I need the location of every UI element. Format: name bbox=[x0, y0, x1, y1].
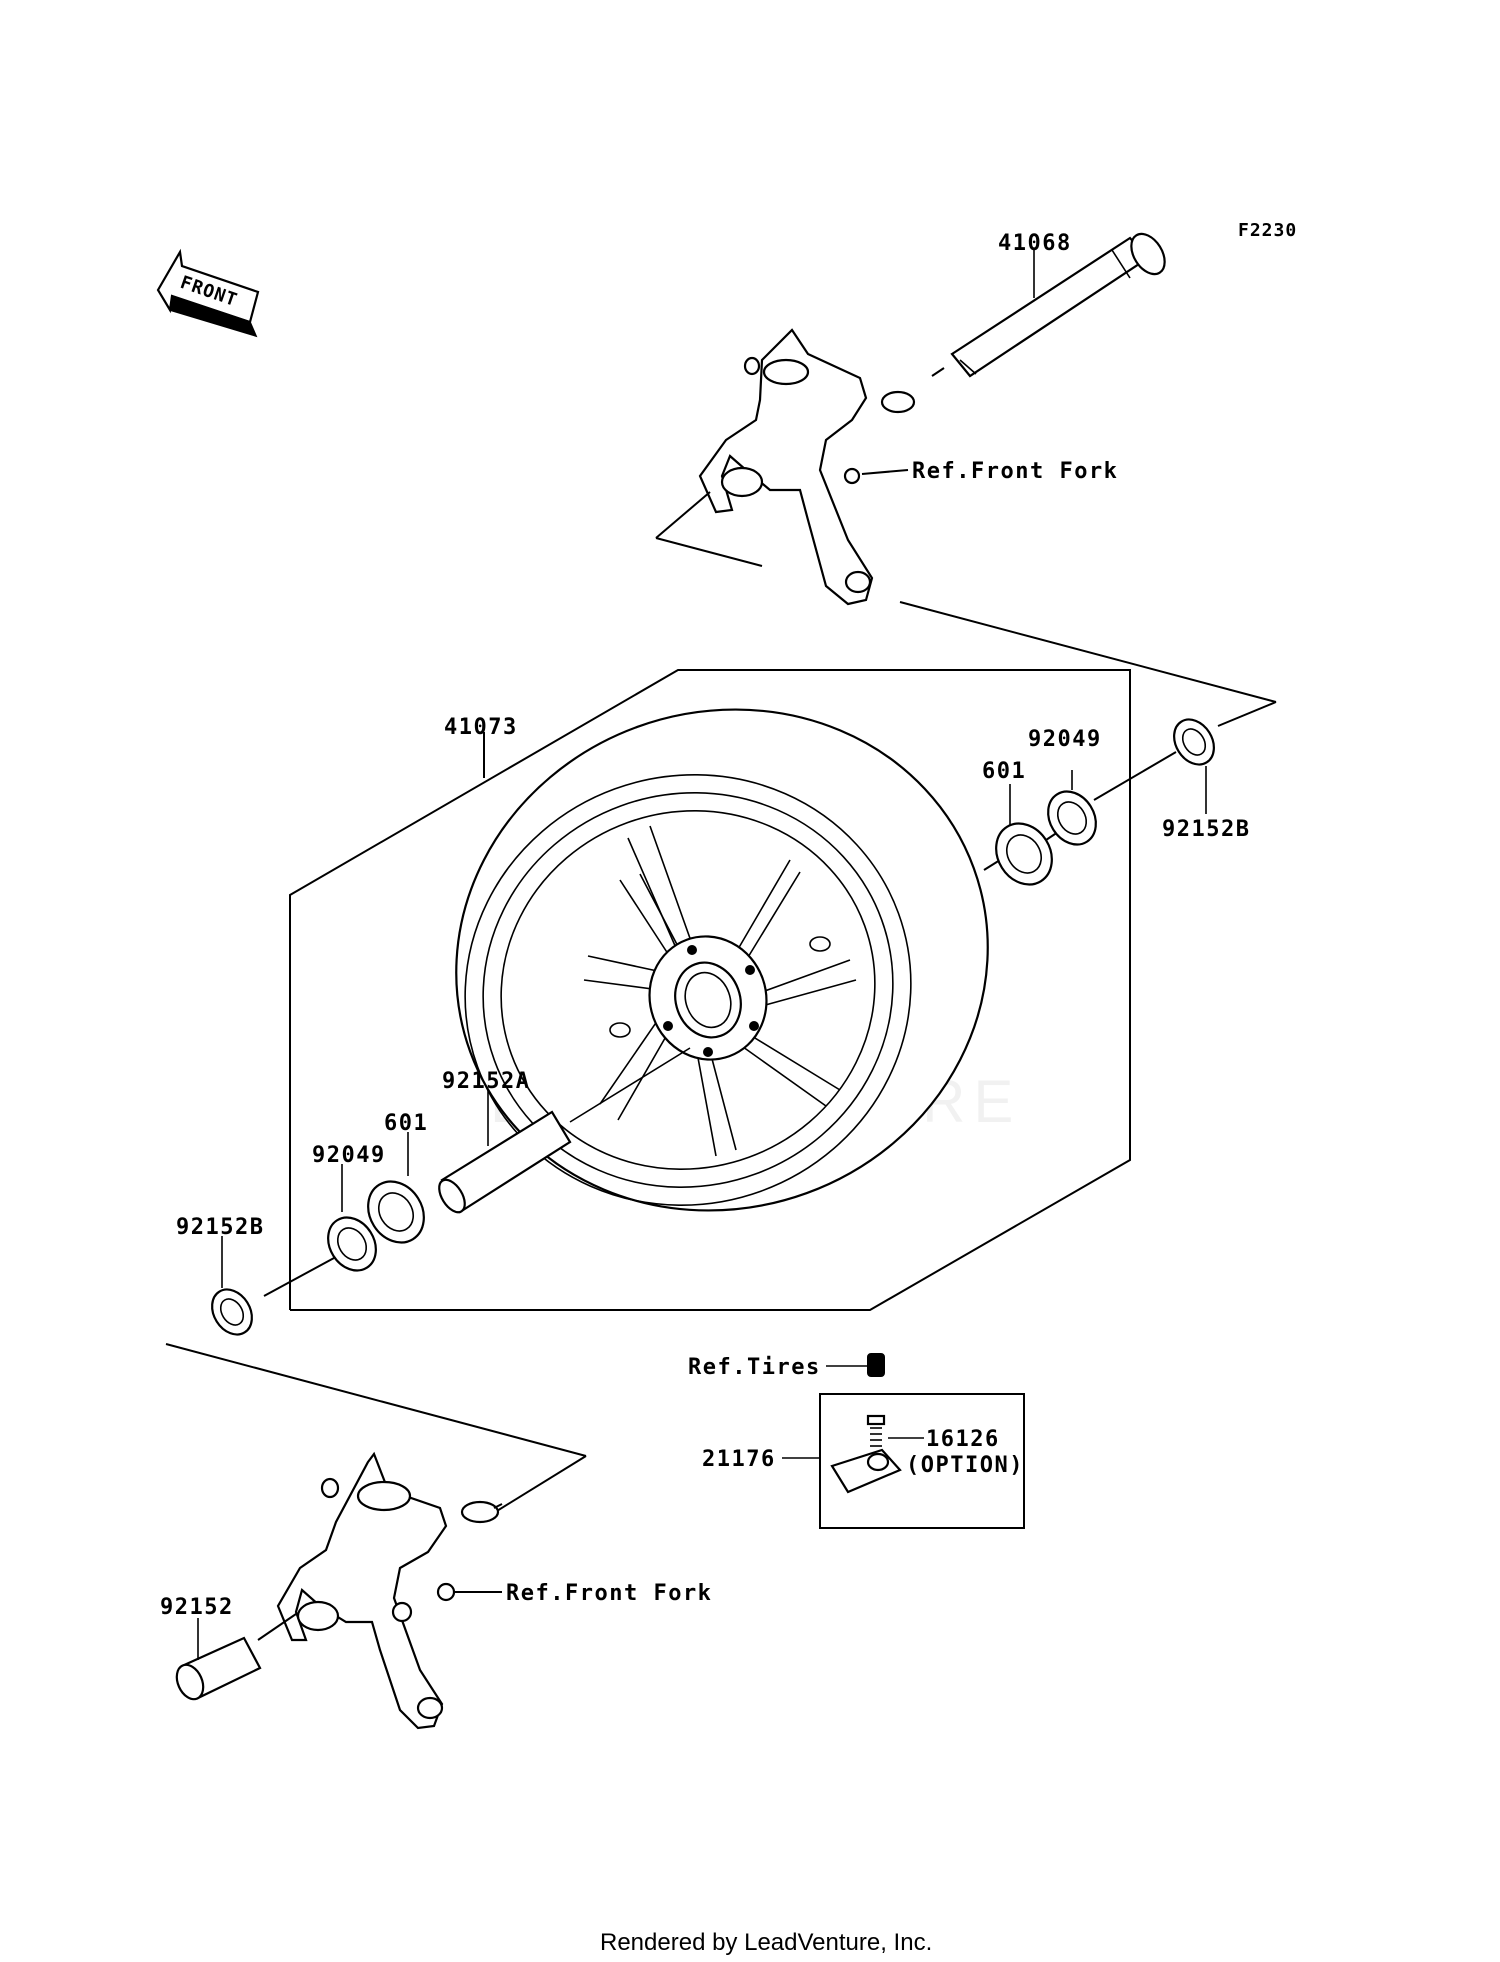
wheel-group-frame bbox=[289, 669, 1131, 1311]
part-92152b-right-label: 92152B bbox=[1162, 817, 1250, 842]
leader-line-lower-right bbox=[491, 1455, 587, 1515]
front-direction-arrow: FRONT bbox=[156, 248, 260, 338]
part-92152-label: 92152 bbox=[160, 1595, 234, 1620]
front-wheel bbox=[455, 708, 989, 1212]
option-parts-box bbox=[782, 1393, 1025, 1529]
part-601-left-label: 601 bbox=[384, 1111, 428, 1136]
part-92049-right-label: 92049 bbox=[1028, 727, 1102, 752]
diagram-code: F2230 bbox=[1238, 220, 1297, 241]
part-601-right-label: 601 bbox=[982, 759, 1026, 784]
option-label: (OPTION) bbox=[906, 1453, 1024, 1478]
leader-line-lower-left bbox=[165, 1343, 587, 1457]
part-41073-label: 41073 bbox=[444, 715, 518, 740]
ref-front-fork-top-label: Ref.Front Fork bbox=[912, 459, 1118, 484]
ref-front-fork-bottom-label: Ref.Front Fork bbox=[506, 1581, 712, 1606]
footer-credit: Rendered by LeadVenture, Inc. bbox=[600, 1929, 932, 1956]
part-41068-label: 41068 bbox=[998, 231, 1072, 256]
ref-tires-label: Ref.Tires bbox=[688, 1355, 821, 1380]
part-92152b-left-label: 92152B bbox=[176, 1215, 264, 1240]
left-bearing-stack bbox=[211, 1132, 425, 1336]
collar-spacer bbox=[438, 1047, 691, 1214]
part-21176-label: 21176 bbox=[702, 1447, 776, 1472]
collar-92152 bbox=[175, 1613, 297, 1701]
front-fork-bottom bbox=[276, 1451, 503, 1730]
part-92049-left-label: 92049 bbox=[312, 1143, 386, 1168]
right-bearing-stack bbox=[983, 701, 1277, 886]
front-axle bbox=[931, 232, 1166, 378]
valve-cap bbox=[826, 1353, 885, 1377]
part-16126-label: 16126 bbox=[926, 1427, 1000, 1452]
front-fork-top bbox=[655, 328, 1277, 703]
part-92152a-label: 92152A bbox=[442, 1069, 530, 1094]
